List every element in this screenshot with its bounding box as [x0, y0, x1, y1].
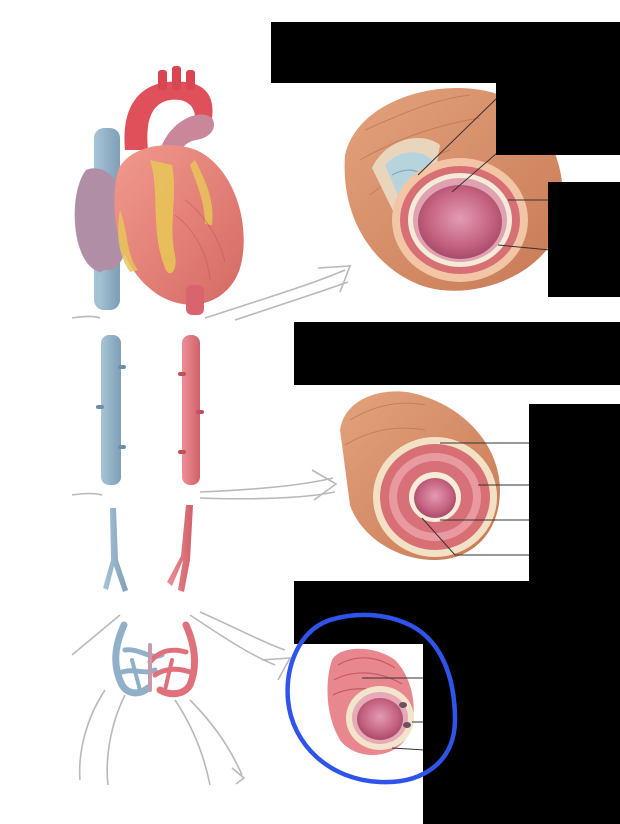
large-vein [96, 335, 126, 485]
artery-label-lines [421, 442, 530, 556]
ventricles [114, 145, 244, 305]
capillary-label-lines [362, 677, 426, 751]
artery-cross-section [340, 391, 500, 560]
capillary-cross-section [327, 648, 414, 755]
redaction-box [529, 404, 620, 581]
redaction-box [294, 581, 620, 644]
redaction-box [271, 22, 620, 83]
heart-illustration [74, 66, 244, 315]
redaction-box [496, 83, 620, 155]
redaction-box [548, 182, 620, 297]
arteriole [167, 505, 193, 592]
vein-label-lines [417, 97, 551, 251]
venule [103, 508, 128, 592]
aortic-arch [124, 81, 213, 150]
highlight-circle [285, 612, 458, 785]
capillary-bed [112, 621, 199, 698]
connector-curves [71, 269, 349, 786]
arrow-heads [231, 265, 352, 785]
large-artery [178, 335, 204, 485]
redaction-box [294, 322, 620, 385]
